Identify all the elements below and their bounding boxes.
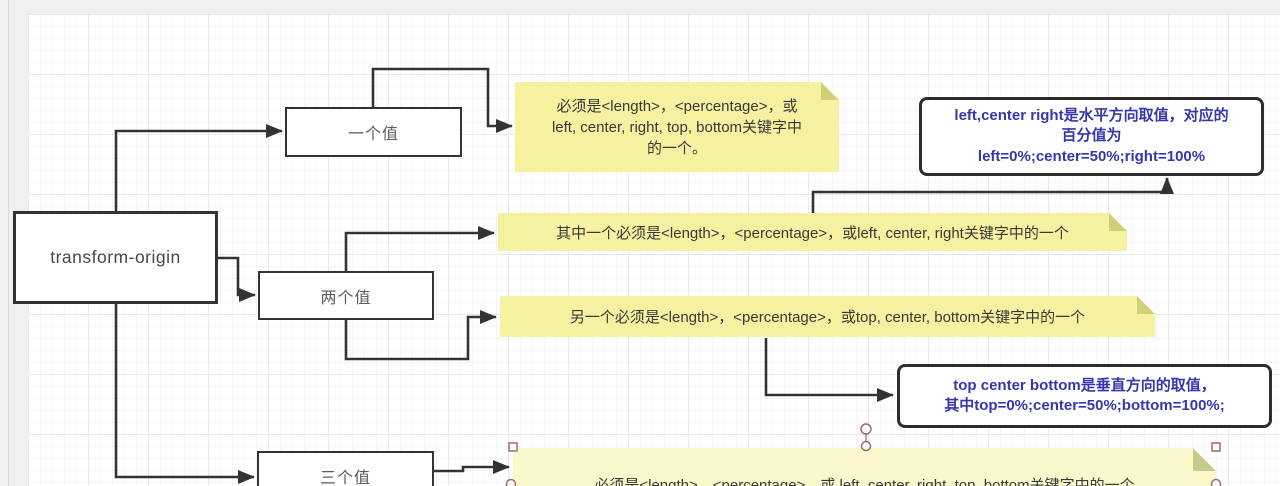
note-text-line: 必须是<length>，<percentage>，或 left, center,… — [594, 476, 1135, 486]
callout-text-line: left,center right是水平方向取值，对应的 — [954, 106, 1229, 124]
note-text-line: 的一个。 — [646, 139, 707, 157]
callout-text-line: 其中top=0%;center=50%;bottom=100%; — [944, 397, 1225, 414]
callout-text-line: left=0%;center=50%;right=100% — [977, 147, 1206, 165]
callout-vertical-percentages[interactable]: top center bottom是垂直方向的取值， 其中top=0%;cent… — [897, 364, 1272, 428]
note-text-line: 另一个必须是<length>，<percentage>，或top, center… — [569, 309, 1086, 326]
note-text-line: 必须是<length>，<percentage>，或 — [556, 97, 798, 115]
sticky-note-three-value-desc[interactable]: 必须是<length>，<percentage>，或 left, center,… — [513, 448, 1216, 486]
note-text-line: left, center, right, top, bottom关键字中 — [551, 118, 803, 136]
sticky-note-two-value-second[interactable]: 另一个必须是<length>，<percentage>，或top, center… — [500, 296, 1155, 337]
node-one-value[interactable]: 一个值 — [285, 107, 462, 157]
node-two-value[interactable]: 两个值 — [258, 271, 434, 320]
sticky-note-two-value-first[interactable]: 其中一个必须是<length>，<percentage>，或left, cent… — [498, 213, 1127, 251]
node-label: 三个值 — [319, 470, 371, 486]
callout-text-line: 百分值为 — [1061, 127, 1122, 145]
node-transform-origin[interactable]: transform-origin — [13, 211, 218, 304]
node-label: transform-origin — [50, 247, 181, 267]
callout-text-line: top center bottom是垂直方向的取值， — [953, 376, 1216, 394]
callout-horizontal-percentages[interactable]: left,center right是水平方向取值，对应的 百分值为 left=0… — [919, 97, 1264, 176]
canvas-margin-divider — [8, 0, 9, 486]
canvas-top-margin — [0, 0, 1280, 14]
node-label: 一个值 — [347, 126, 399, 143]
node-three-value[interactable]: 三个值 — [257, 451, 434, 486]
note-text-line: 其中一个必须是<length>，<percentage>，或left, cent… — [556, 224, 1069, 242]
node-label: 两个值 — [320, 289, 372, 307]
sticky-note-one-value-desc[interactable]: 必须是<length>，<percentage>，或 left, center,… — [515, 82, 839, 172]
